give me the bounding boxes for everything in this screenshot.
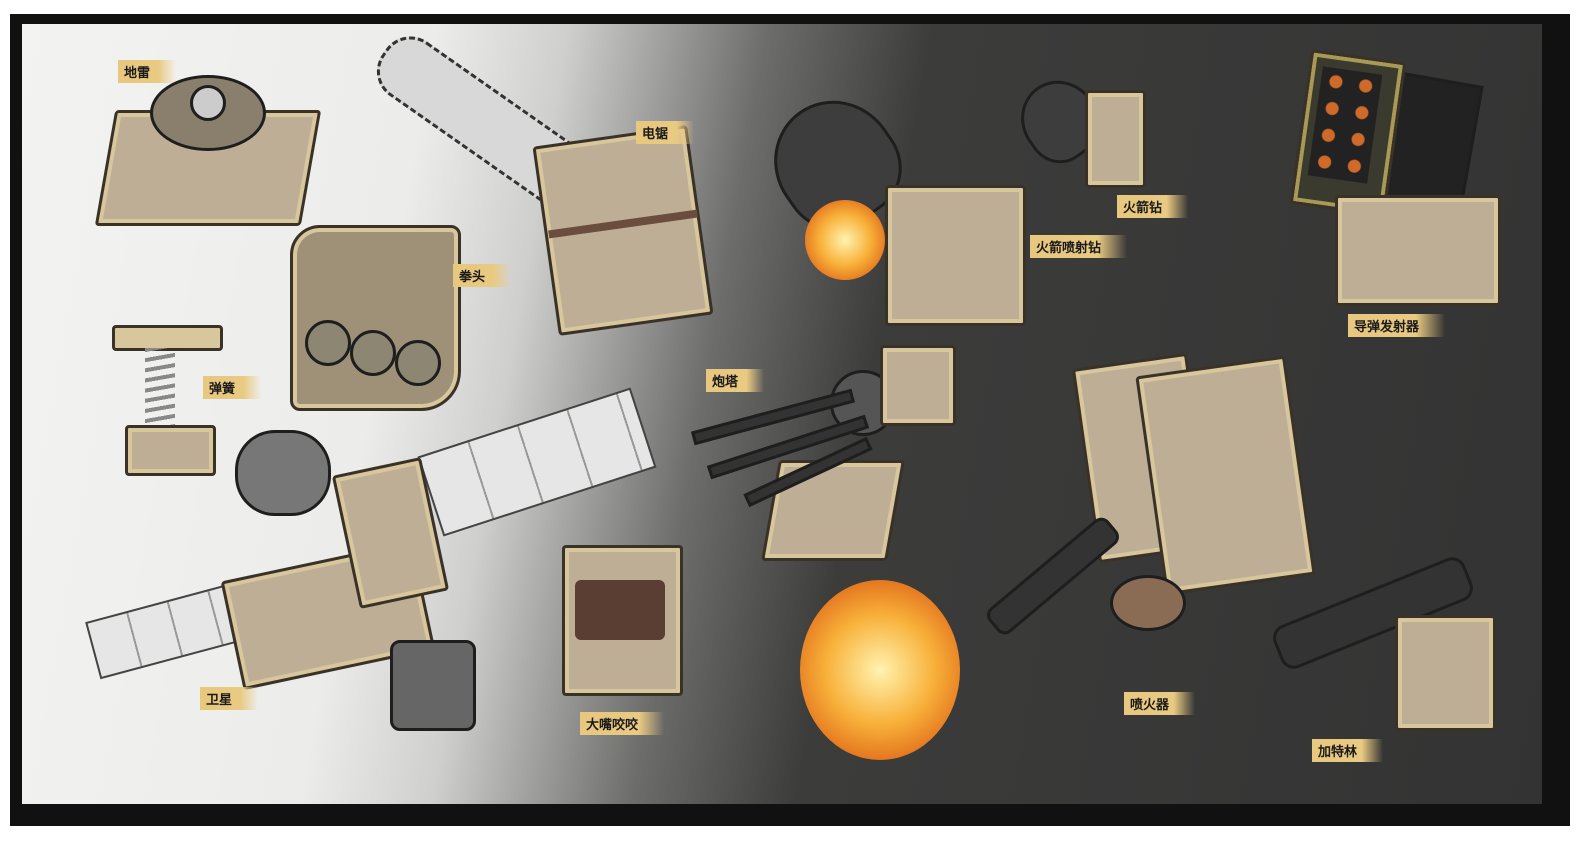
label-big-mouth: 大嘴咬咬 xyxy=(580,712,665,735)
label-turret: 炮塔 xyxy=(706,369,765,392)
label-chainsaw: 电锯 xyxy=(636,121,695,144)
label-satellite: 卫星 xyxy=(200,687,259,710)
label-flamethrower: 喷火器 xyxy=(1124,692,1196,715)
label-rocket-drill: 火箭钻 xyxy=(1117,195,1189,218)
label-fist: 拳头 xyxy=(453,264,512,287)
label-spring: 弹簧 xyxy=(203,376,262,399)
label-missile-launcher: 导弹发射器 xyxy=(1348,314,1446,337)
label-gatling: 加特林 xyxy=(1312,739,1384,762)
label-landmine: 地雷 xyxy=(118,60,177,83)
label-rocket-jet-drill: 火箭喷射钻 xyxy=(1030,235,1128,258)
